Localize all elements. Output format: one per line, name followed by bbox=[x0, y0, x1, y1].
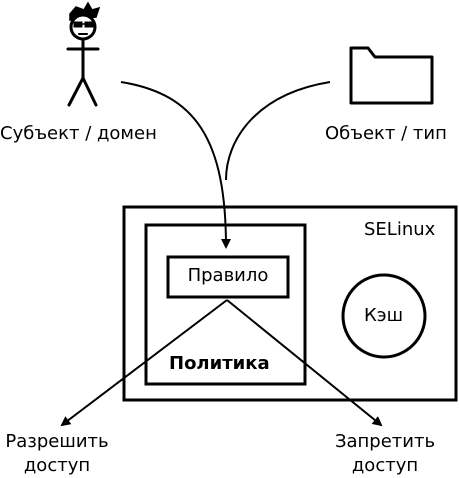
stick-figure-icon bbox=[66, 1, 101, 107]
deny-label: Запретить доступ bbox=[334, 431, 436, 476]
deny-arrow bbox=[226, 299, 383, 427]
rule-box bbox=[166, 255, 290, 299]
object-label: Объект / тип bbox=[325, 123, 447, 144]
cache-label: Кэш bbox=[364, 305, 404, 326]
selinux-box bbox=[122, 205, 458, 402]
allow-arrow bbox=[60, 299, 228, 427]
rule-label: Правило bbox=[187, 265, 269, 286]
subject-label: Субъект / домен bbox=[0, 123, 157, 144]
subject-to-rule-arrow bbox=[120, 81, 231, 249]
selinux-label: SELinux bbox=[364, 219, 436, 240]
cache-circle bbox=[341, 273, 427, 359]
policy-box bbox=[144, 223, 307, 386]
policy-label: Политика bbox=[169, 353, 270, 374]
object-to-rule-line bbox=[225, 81, 331, 181]
folder-icon bbox=[349, 46, 434, 105]
allow-label: Разрешить доступ bbox=[5, 431, 109, 476]
